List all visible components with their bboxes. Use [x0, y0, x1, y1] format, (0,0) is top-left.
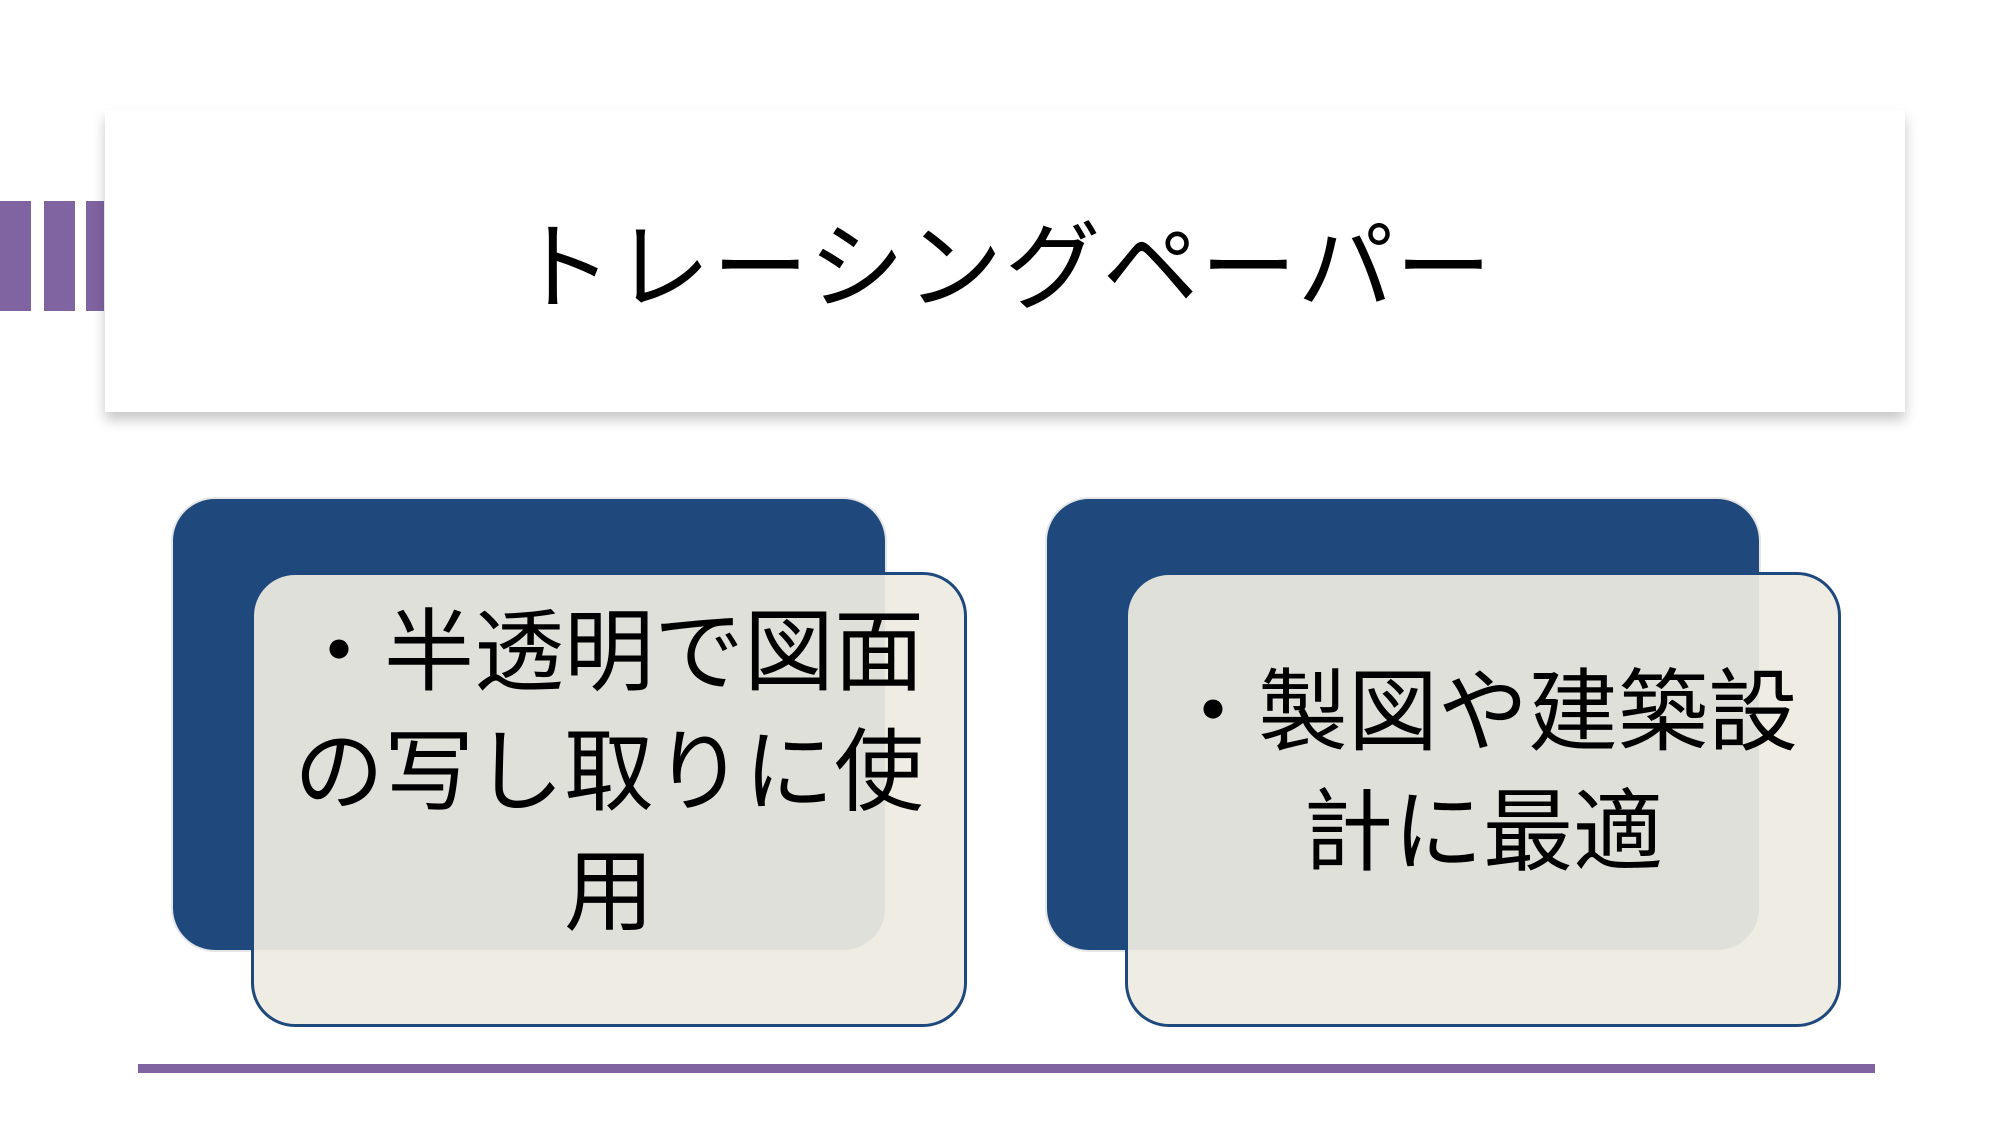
card-front-panel: ・半透明で図面の写し取りに使用: [251, 572, 967, 1027]
accent-bar: [44, 201, 75, 311]
card-text: ・製図や建築設計に最適: [1168, 659, 1798, 885]
title-card: トレーシングペーパー: [105, 110, 1905, 412]
accent-bar: [86, 201, 104, 311]
card-front-panel: ・製図や建築設計に最適: [1125, 572, 1841, 1027]
content-card-left: ・半透明で図面の写し取りに使用: [171, 497, 1001, 1027]
content-card-right: ・製図や建築設計に最適: [1045, 497, 1875, 1027]
card-text: ・半透明で図面の写し取りに使用: [294, 599, 924, 945]
accent-bar: [0, 201, 31, 311]
accent-bars: [0, 201, 110, 311]
bottom-divider: [138, 1064, 1875, 1073]
slide-title: トレーシングペーパー: [516, 211, 1494, 324]
